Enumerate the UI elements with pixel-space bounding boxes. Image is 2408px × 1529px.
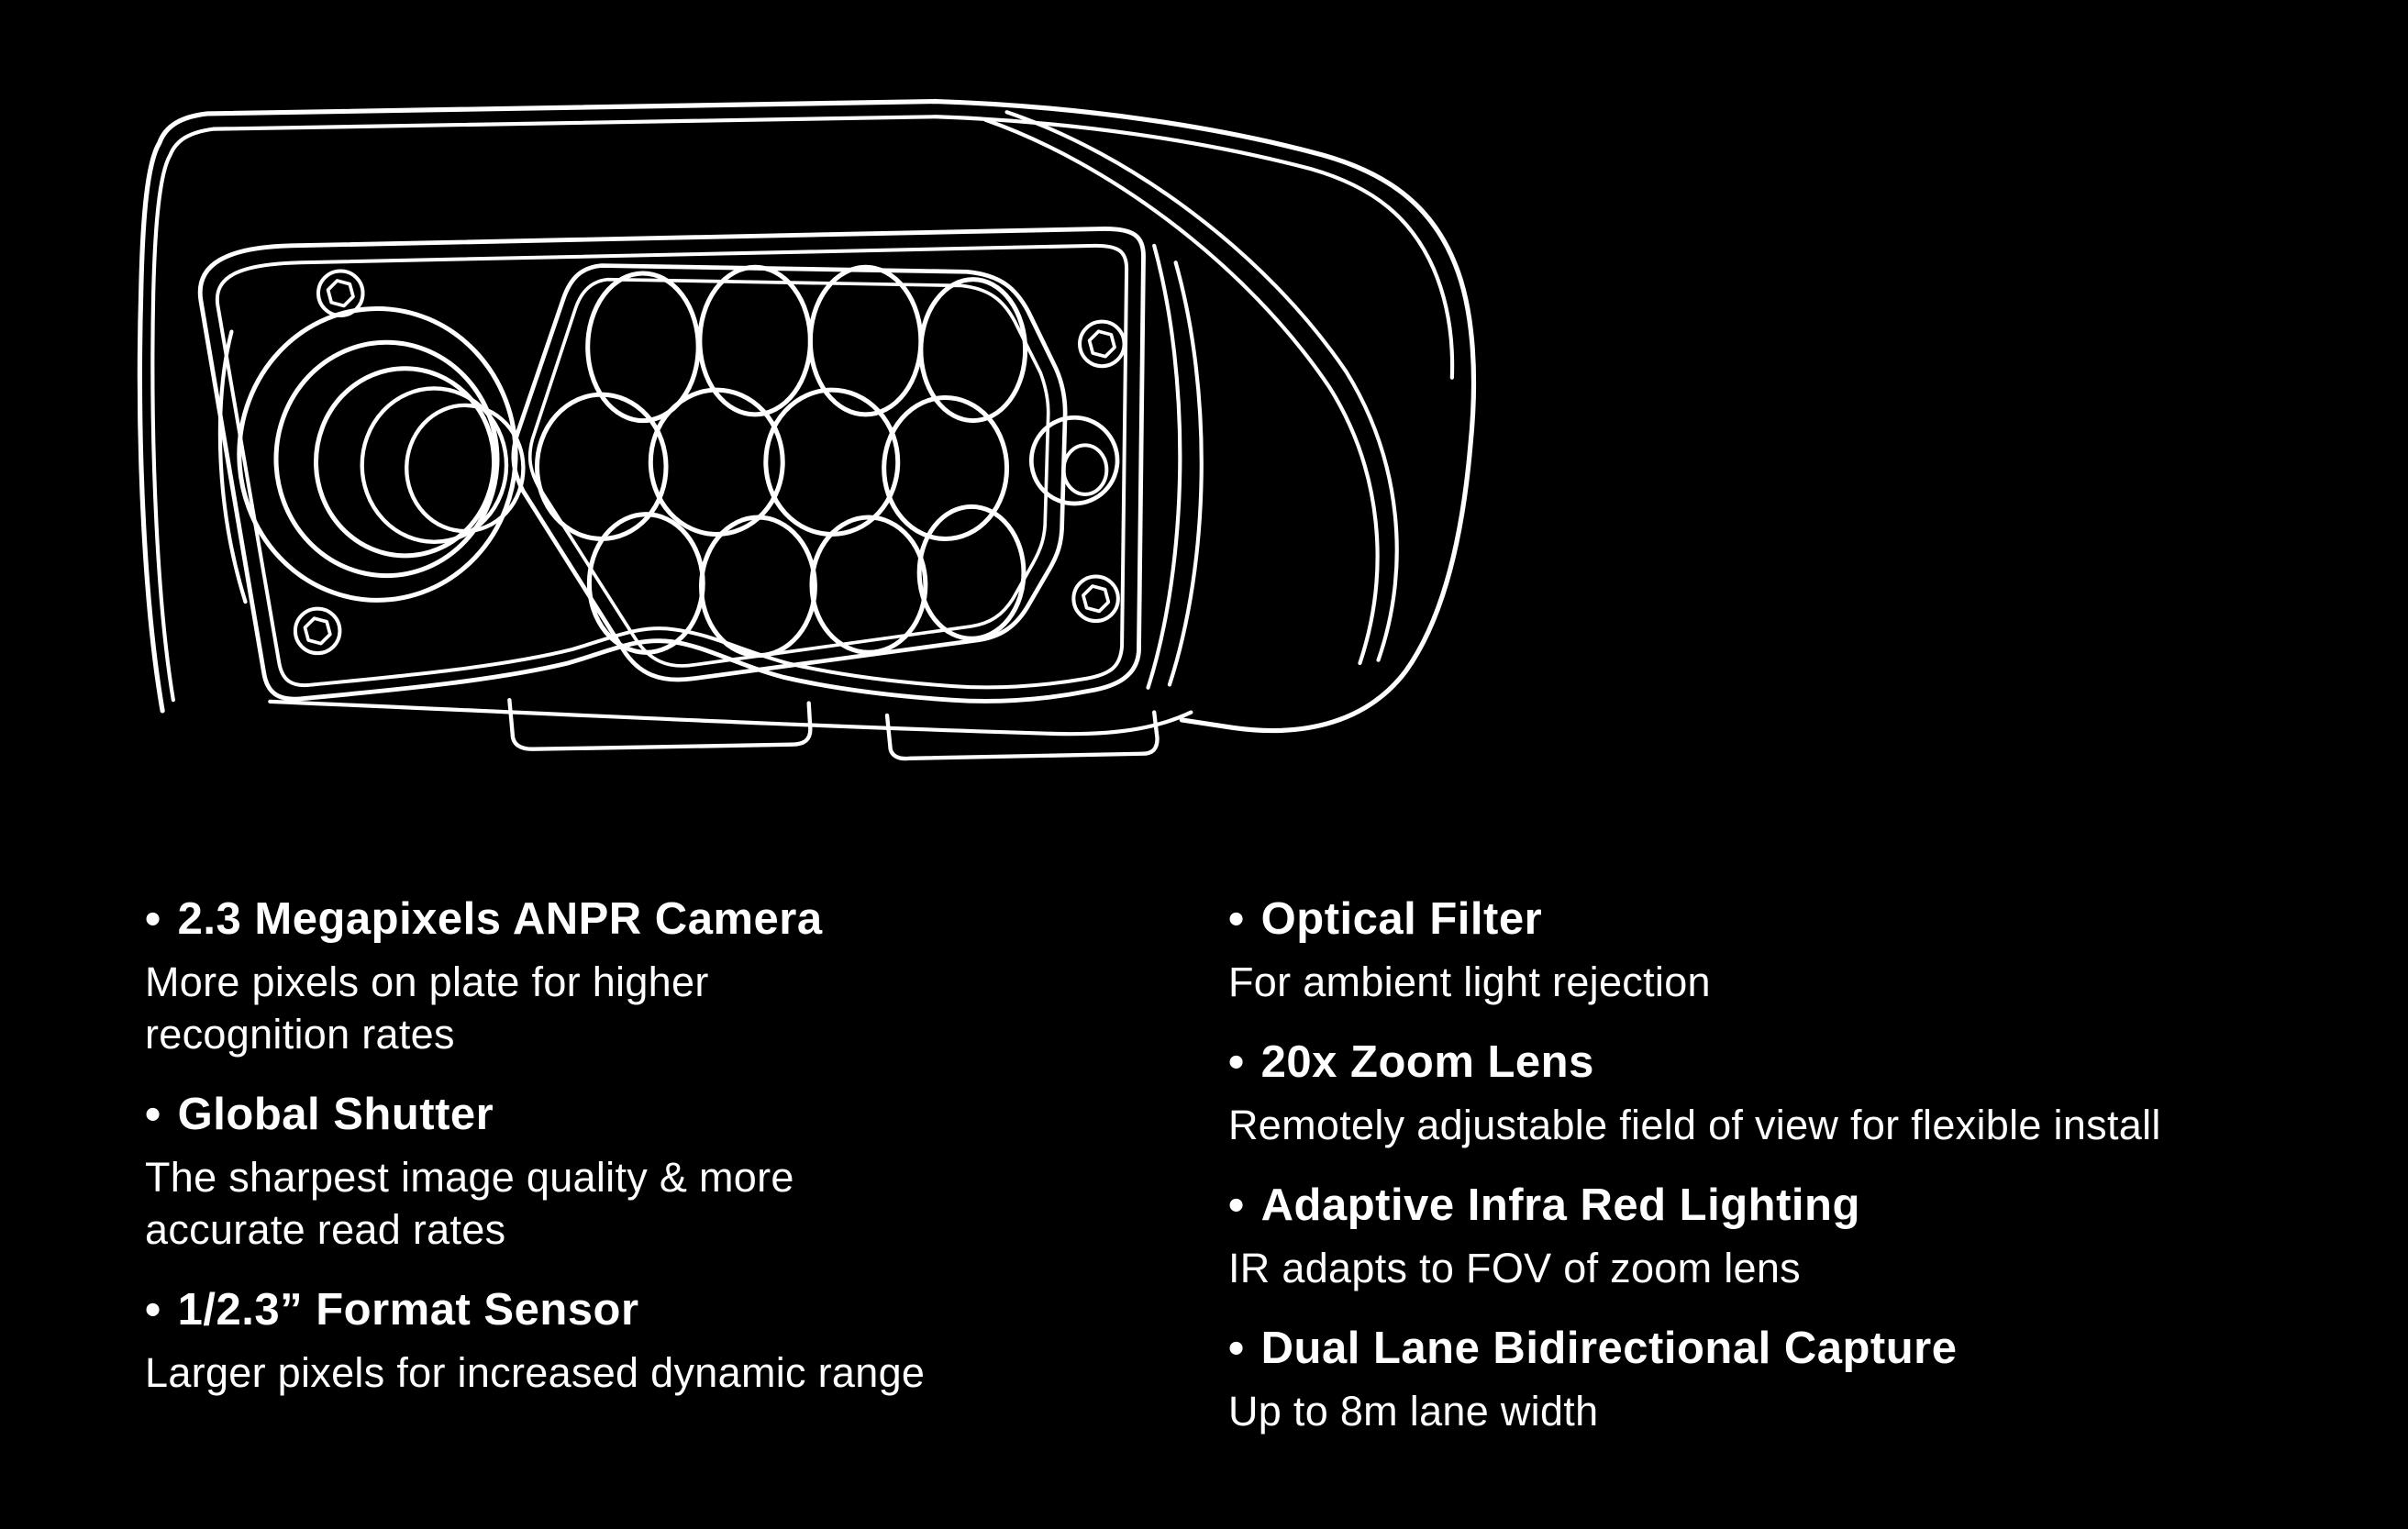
feature-list-right: • Optical Filter For ambient light reject… [1228, 894, 2384, 1467]
feature-global-shutter: • Global Shutter The sharpest image quali… [145, 1090, 1172, 1256]
feature-title: • Global Shutter [145, 1090, 1172, 1140]
feature-title-text: Optical Filter [1260, 894, 1543, 944]
feature-description: The sharpest image quality & more accura… [145, 1154, 794, 1254]
feature-title: • 20x Zoom Lens [1228, 1037, 2384, 1088]
hex-bolt-top-right [1078, 319, 1126, 369]
camera-body [268, 110, 1399, 737]
mounting-feet [507, 698, 1160, 761]
hex-bolt-top-left [316, 269, 365, 317]
zoom-lens [217, 305, 526, 604]
ir-led-array [511, 263, 1068, 682]
feature-description: Remotely adjustable field of view for fl… [1228, 1101, 2161, 1148]
bullet-icon: • [145, 1090, 161, 1140]
feature-description: Up to 8m lane width [1228, 1387, 1599, 1435]
feature-title-text: Global Shutter [177, 1090, 494, 1140]
feature-title: • Optical Filter [1228, 894, 2384, 945]
feature-title-text: 1/2.3” Format Sensor [177, 1285, 639, 1335]
feature-description: More pixels on plate for higher recognit… [145, 958, 709, 1058]
feature-format-sensor: • 1/2.3” Format Sensor Larger pixels for … [145, 1285, 1172, 1399]
feature-title-text: Adaptive Infra Red Lighting [1260, 1180, 1860, 1231]
bullet-icon: • [145, 894, 161, 944]
feature-title-text: 20x Zoom Lens [1260, 1037, 1594, 1088]
feature-ir-lighting: • Adaptive Infra Red Lighting IR adapts t… [1228, 1180, 2384, 1294]
bullet-icon: • [145, 1285, 161, 1335]
feature-title: • Adaptive Infra Red Lighting [1228, 1180, 2384, 1231]
feature-title: • Dual Lane Bidirectional Capture [1228, 1324, 2384, 1374]
feature-description: IR adapts to FOV of zoom lens [1228, 1244, 1801, 1291]
sun-shield [137, 98, 1477, 734]
anpr-camera-illustration [130, 89, 1484, 777]
feature-description: For ambient light rejection [1228, 958, 1711, 1005]
feature-optical-filter: • Optical Filter For ambient light reject… [1228, 894, 2384, 1008]
bullet-icon: • [1228, 894, 1245, 944]
camera-line-drawing [137, 98, 1477, 761]
bullet-icon: • [1228, 1180, 1245, 1231]
feature-title: • 2.3 Megapixels ANPR Camera [145, 894, 1172, 945]
feature-zoom-lens: • 20x Zoom Lens Remotely adjustable field… [1228, 1037, 2384, 1151]
feature-megapixels: • 2.3 Megapixels ANPR Camera More pixels … [145, 894, 1172, 1060]
feature-list-left: • 2.3 Megapixels ANPR Camera More pixels … [145, 894, 1172, 1428]
feature-title-text: 2.3 Megapixels ANPR Camera [177, 894, 823, 944]
bullet-icon: • [1228, 1324, 1245, 1374]
light-sensor [1028, 415, 1120, 506]
bullet-icon: • [1228, 1037, 1245, 1088]
feature-description: Larger pixels for increased dynamic rang… [145, 1349, 926, 1397]
feature-title: • 1/2.3” Format Sensor [145, 1285, 1172, 1335]
hex-bolt-bottom-right [1071, 574, 1120, 624]
hex-bolt-bottom-left [293, 606, 342, 656]
front-plate [197, 227, 1146, 704]
feature-title-text: Dual Lane Bidirectional Capture [1260, 1324, 1958, 1374]
feature-dual-lane: • Dual Lane Bidirectional Capture Up to 8… [1228, 1324, 2384, 1437]
